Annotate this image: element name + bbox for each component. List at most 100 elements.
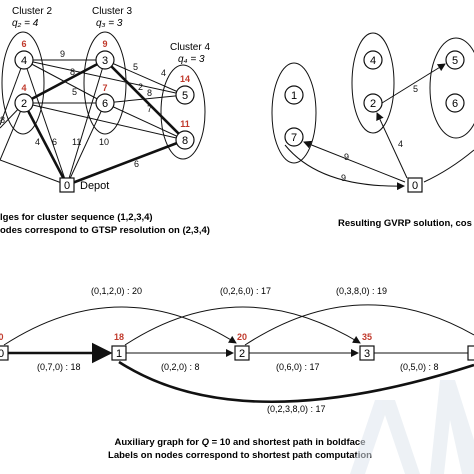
cluster-graph-panel: Cluster 2 q₂ = 4 Cluster 3 q₃ = 3 Cluste… [0,6,210,236]
node-value: 4 [21,83,26,93]
edge-weight: 6 [134,159,139,169]
node-6: 6 7 [95,83,115,113]
edge-weight: 2 [138,82,143,92]
edge-weight: 11 [72,137,81,147]
node-value: 0 [0,332,4,342]
node-id: 4 [370,55,376,67]
solution-weights: 5 4 9 9 [341,84,418,183]
aux-node-3: 3 35 [359,332,375,361]
bottom-arc-bold [118,360,474,404]
node-value: 6 [21,39,26,49]
node-1: 1 [284,85,304,105]
aux-node-0: 0 0 [0,332,9,361]
node-4: 4 6 [14,39,34,70]
caption-post: = 10 and shortest path in boldface [209,437,366,448]
bold-tour-edges [22,58,186,187]
depot-node: 0 [407,177,423,193]
arc-label: (0,2,3,8,0) : 17 [267,404,326,414]
arc-label: (0,5,0) : 8 [400,362,439,372]
cluster-ellipse [429,37,474,139]
caption-line-1: Auxiliary graph for Q = 10 and shortest … [114,437,365,448]
aux-node-1: 1 18 [111,332,127,361]
node-id: 7 [291,132,297,144]
solution-arrows [284,63,474,191]
aux-node-partial [467,345,474,361]
edge-weight: 4 [35,137,40,147]
edge-weights: 9 5 8 5 8 4 2 7 6 11 10 4 6 8 [0,49,166,169]
aux-node-2: 2 20 [234,332,250,361]
edge-weight: 9 [344,152,349,162]
cluster-3-demand: q₃ = 3 [96,18,123,29]
depot-id: 0 [64,180,70,192]
arc-label: (0,6,0) : 17 [276,362,320,372]
edge-weight: 7 [147,104,152,114]
cluster-4-label: Cluster 4 [170,42,210,53]
edge-weight: 8 [70,67,75,77]
node-6: 6 [445,93,465,113]
cluster-2-ellipse [1,31,45,135]
caption-line-2: odes correspond to GTSP resolution on (2… [0,225,210,236]
node-4: 4 [363,50,383,70]
caption-line-2: Labels on nodes correspond to shortest p… [108,450,372,461]
edge-weight: 6 [52,137,57,147]
node-id: 8 [182,135,188,147]
node-5: 5 [445,50,465,70]
edge-weight: 9 [341,173,346,183]
node-id: 6 [452,98,458,110]
node-id: 2 [239,348,245,360]
node-id: 0 [0,348,4,360]
node-id: 3 [102,55,108,67]
depot-node: 0 Depot [59,177,109,193]
depot-label: Depot [80,180,109,192]
depot-id: 0 [412,180,418,192]
arc-label: (0,1,2,0) : 20 [91,286,142,296]
gvrp-solution-panel: 5 4 9 9 1 7 4 2 5 6 [271,32,474,229]
edge-weight: 10 [99,137,109,147]
thin-edges [0,59,186,186]
edge-weight: 4 [161,68,166,78]
caption: Resulting GVRP solution, cos [338,218,472,229]
node-id: 2 [21,98,27,110]
node-id: 5 [452,55,458,67]
node-value: 20 [237,332,247,342]
node-value: 7 [102,83,107,93]
node-id: 4 [21,55,27,67]
node-3: 3 9 [95,39,115,70]
cluster-ellipse [351,32,395,134]
arc-label: (0,7,0) : 18 [37,362,81,372]
node-2: 2 4 [14,83,34,113]
node-value: 18 [114,332,124,342]
edge-weight: 5 [133,62,138,72]
caption-q: Q [202,437,210,448]
arc-label: (0,3,8,0) : 19 [336,286,387,296]
node-id: 6 [102,98,108,110]
cluster-3-ellipse [83,31,127,135]
node-2: 2 [363,93,383,113]
edge-weight: 9 [60,49,65,59]
node-5: 5 14 [175,74,195,105]
node-id: 1 [291,90,297,102]
cluster-4-demand: q₄ = 3 [178,54,205,65]
cluster-ellipse [271,62,317,164]
cluster-2-label: Cluster 2 [12,6,52,17]
node-8: 8 11 [175,119,195,150]
node-id: 1 [116,348,122,360]
node-value: 14 [180,74,190,84]
cluster-3-label: Cluster 3 [92,6,132,17]
edge-weight: 5 [72,87,77,97]
node-id: 3 [364,348,370,360]
node-id: 5 [182,90,188,102]
caption-pre: Auxiliary graph for [114,437,201,448]
node-value: 35 [362,332,372,342]
arc-label: (0,2,0) : 8 [161,362,200,372]
arc-label: (0,2,6,0) : 17 [220,286,271,296]
caption-line-1: lges for cluster sequence (1,2,3,4) [0,212,153,223]
edge-weight: 5 [413,84,418,94]
top-arcs [3,304,474,346]
cluster-2-demand: q₂ = 4 [12,18,39,29]
node-id: 2 [370,98,376,110]
edge-weight: 4 [398,139,403,149]
node-value: 11 [180,119,190,129]
edge-weight: 8 [147,88,152,98]
